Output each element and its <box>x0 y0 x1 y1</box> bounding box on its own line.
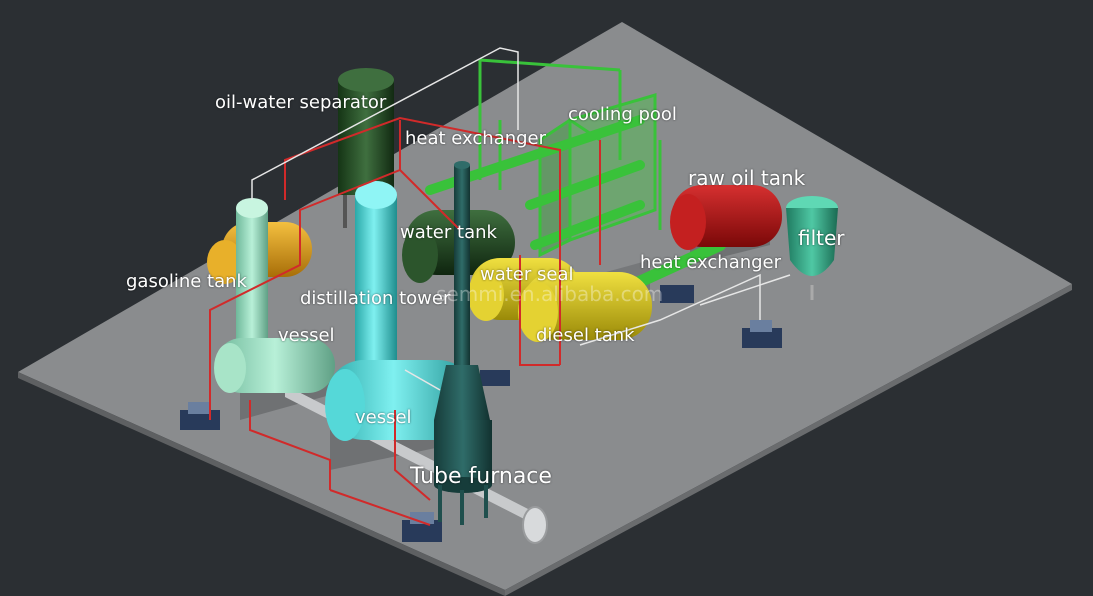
label-filter: filter <box>798 226 845 250</box>
label-water-seal: water seal <box>480 264 574 285</box>
label-gasoline-tank: gasoline tank <box>126 271 247 292</box>
pump-right <box>742 320 782 348</box>
left-vessel <box>214 338 335 393</box>
filter-vessel <box>786 196 838 300</box>
white-piping <box>251 47 791 391</box>
watermark: semmi.en.alibaba.com <box>436 282 664 306</box>
pump-mid-right <box>660 285 694 303</box>
label-tube-furnace: Tube furnace <box>410 464 552 489</box>
label-distillation-tower: distillation tower <box>300 288 451 309</box>
platform-right-edge <box>505 284 1072 596</box>
label-diesel-tank: diesel tank <box>536 325 635 346</box>
diesel-tank-vessel <box>518 272 652 342</box>
red-piping <box>209 116 601 526</box>
raw-oil-tank-vessel <box>670 185 782 250</box>
label-cooling-pool: cooling pool <box>568 104 677 125</box>
label-oil-water-separator: oil-water separator <box>215 92 387 113</box>
label-vessel-center: vessel <box>355 407 412 428</box>
label-raw-oil-tank: raw oil tank <box>688 166 806 190</box>
label-heat-exchanger-top: heat exchanger <box>405 128 547 149</box>
label-heat-exchanger-right: heat exchanger <box>640 252 782 273</box>
tube-furnace-vessel <box>434 161 492 525</box>
platform-left-edge <box>18 372 505 596</box>
label-vessel-left: vessel <box>278 325 335 346</box>
label-water-tank: water tank <box>400 222 497 243</box>
pump-center <box>480 370 510 386</box>
